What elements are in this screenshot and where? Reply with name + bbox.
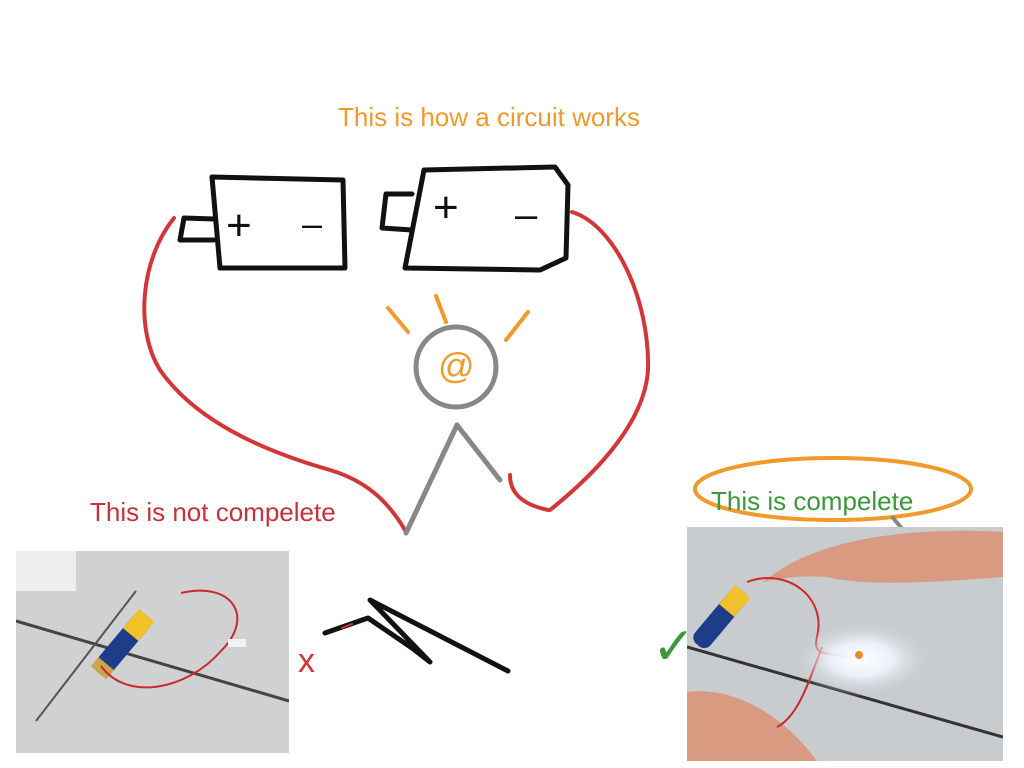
highlight-ellipse — [693, 456, 973, 522]
battery-left-minus: – — [302, 203, 322, 244]
bulb-outline — [413, 324, 499, 410]
battery-right-minus: – — [515, 193, 538, 237]
incomplete-label: This is not compelete — [90, 497, 336, 527]
photo-complete-circuit — [687, 527, 1003, 761]
photo-incomplete-circuit — [16, 551, 289, 753]
scribble — [322, 597, 511, 674]
bulb-filament: @ — [438, 345, 475, 386]
battery-left-plus: + — [226, 201, 252, 250]
bulb-leg-right — [454, 422, 503, 483]
wire-left — [142, 216, 407, 532]
cross-mark: x — [298, 642, 315, 680]
page-title: This is how a circuit works — [338, 102, 640, 132]
battery-left — [177, 174, 348, 271]
bulb-glow — [386, 294, 530, 342]
battery-right-plus: + — [433, 183, 459, 232]
battery-right — [379, 164, 571, 273]
bulb-leg-left — [403, 422, 460, 536]
wire-right — [548, 210, 651, 512]
tiny-mark — [341, 623, 353, 629]
wire-right-end — [508, 473, 550, 512]
complete-label: This is compelete — [711, 486, 914, 516]
